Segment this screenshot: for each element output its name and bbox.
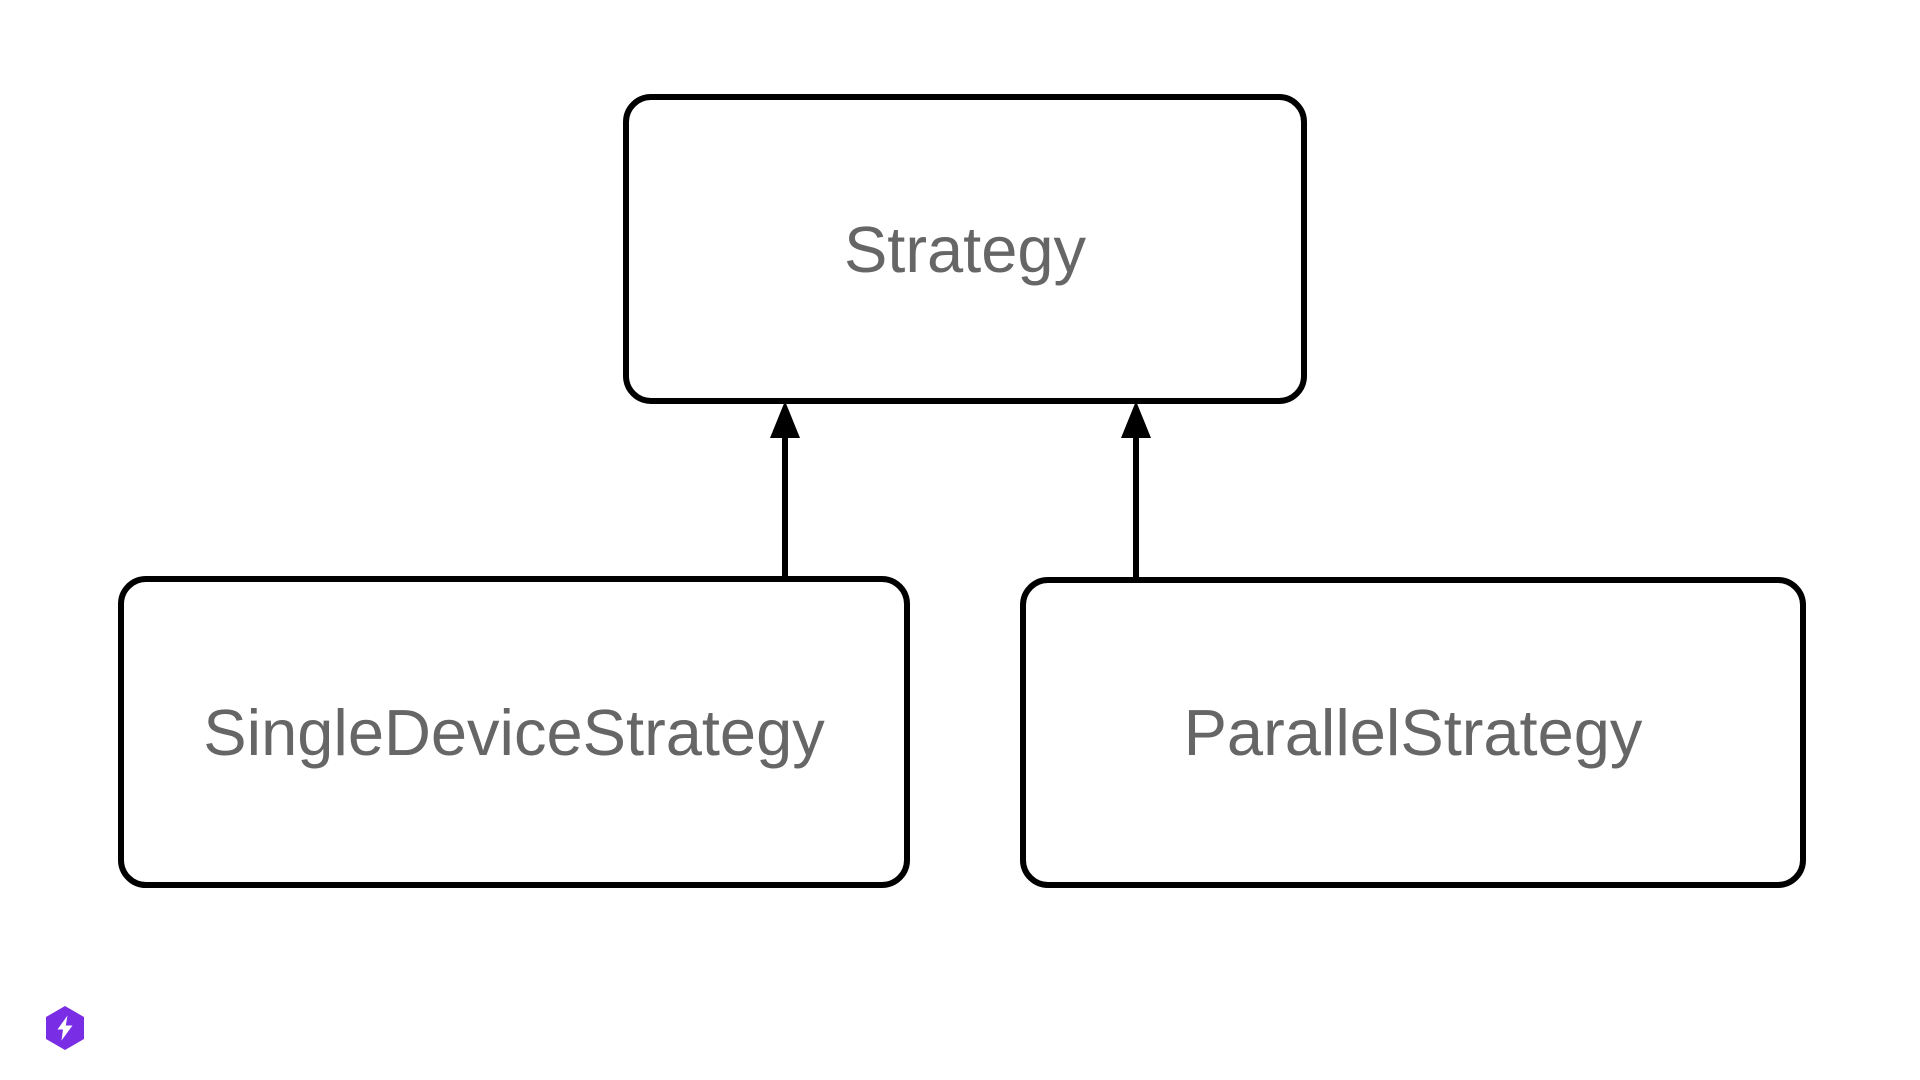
lightning-bolt-hexagon-icon	[46, 1006, 84, 1050]
node-strategy-label: Strategy	[843, 212, 1087, 286]
node-single-device-strategy-label: SingleDeviceStrategy	[203, 695, 825, 769]
node-parallel-strategy: ParallelStrategy	[1020, 577, 1806, 888]
node-strategy: Strategy	[623, 94, 1307, 404]
node-single-device-strategy: SingleDeviceStrategy	[118, 576, 910, 888]
arrow-parallel-to-strategy	[1121, 401, 1151, 578]
node-parallel-strategy-label: ParallelStrategy	[1183, 696, 1643, 769]
arrow-single-device-to-strategy	[770, 401, 800, 578]
